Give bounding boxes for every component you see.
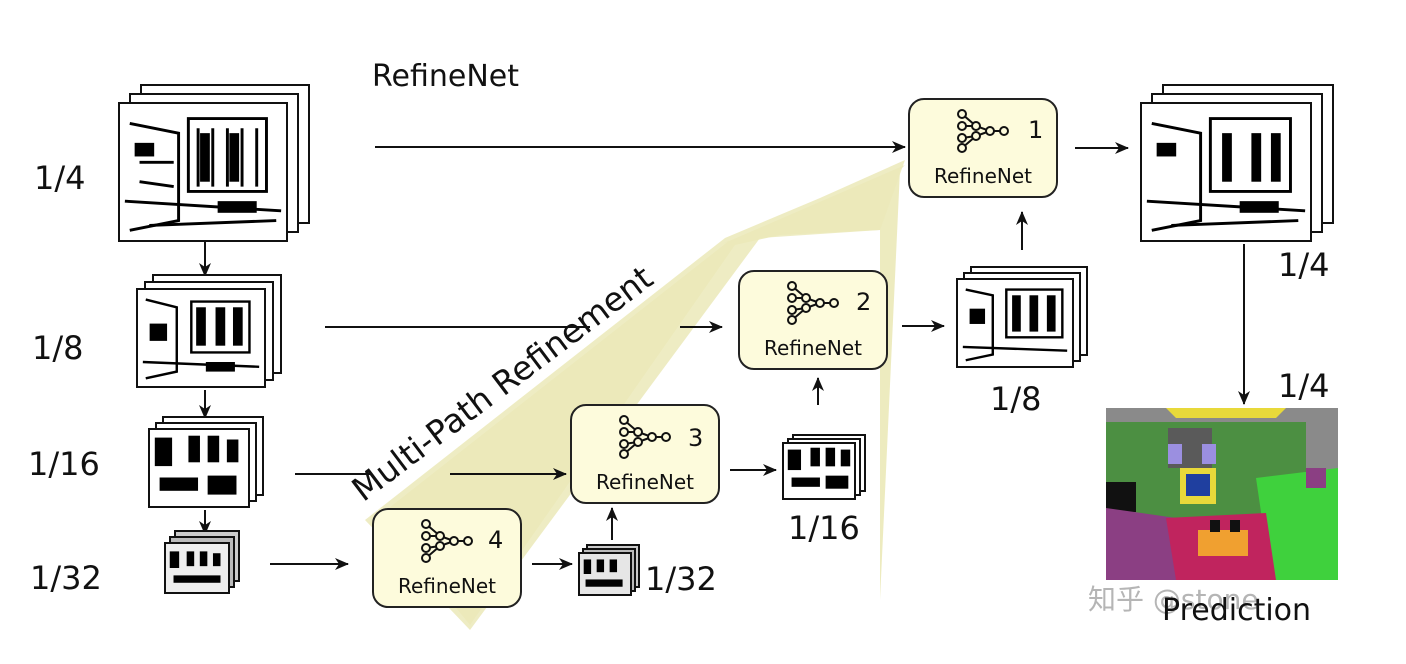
mid-label-1-8: 1/8 xyxy=(990,380,1042,418)
block-number: 2 xyxy=(856,288,872,316)
block-label: RefineNet xyxy=(398,574,496,598)
mid-label-1-16: 1/16 xyxy=(788,509,860,547)
scale-label-1-4: 1/4 xyxy=(34,159,86,197)
network-icon xyxy=(787,281,839,325)
refinenet-block-3: 3 RefineNet xyxy=(570,404,720,504)
block-number: 1 xyxy=(1028,116,1044,144)
block-number: 4 xyxy=(488,526,504,554)
output-label-1-4: 1/4 xyxy=(1278,246,1330,284)
prediction-label: Prediction xyxy=(1162,593,1312,628)
scale-label-1-8: 1/8 xyxy=(32,329,84,367)
network-icon xyxy=(421,519,473,563)
feature-map-rb4-out xyxy=(578,544,640,596)
network-icon xyxy=(619,415,671,459)
scale-label-1-16: 1/16 xyxy=(28,445,100,483)
mid-label-1-32: 1/32 xyxy=(645,560,717,598)
feature-stack-1-8 xyxy=(136,274,282,388)
refinenet-block-1: 1 RefineNet xyxy=(908,98,1058,198)
feature-map-rb2-out xyxy=(956,266,1088,368)
refinenet-block-2: 2 RefineNet xyxy=(738,270,888,370)
block-label: RefineNet xyxy=(764,336,862,360)
diagram-title: RefineNet xyxy=(372,59,519,94)
prediction-image xyxy=(1106,408,1338,580)
feature-stack-1-16 xyxy=(148,416,264,508)
refinenet-block-4: 4 RefineNet xyxy=(372,508,522,608)
block-label: RefineNet xyxy=(934,164,1032,188)
feature-stack-output-1-4 xyxy=(1140,84,1334,242)
scale-label-1-32: 1/32 xyxy=(30,559,102,597)
feature-stack-1-32 xyxy=(164,530,240,594)
block-number: 3 xyxy=(688,424,704,452)
feature-stack-1-4 xyxy=(118,84,310,242)
prediction-label-1-4: 1/4 xyxy=(1278,367,1330,405)
network-icon xyxy=(957,109,1009,153)
block-label: RefineNet xyxy=(596,470,694,494)
watermark: 知乎 @stone xyxy=(1088,583,1259,616)
feature-map-rb3-out xyxy=(782,434,866,500)
